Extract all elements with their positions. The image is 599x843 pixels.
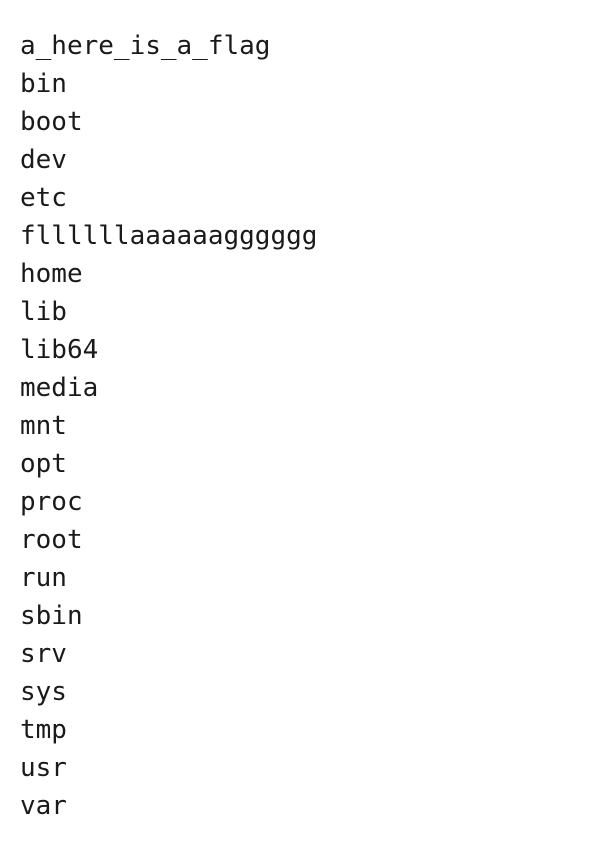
list-item: lib — [20, 297, 67, 327]
list-item: run — [20, 563, 67, 593]
list-item: a_here_is_a_flag — [20, 31, 271, 61]
list-item: srv — [20, 639, 67, 669]
list-item: sys — [20, 677, 67, 707]
list-item: media — [20, 373, 99, 403]
list-item: boot — [20, 107, 83, 137]
list-item: proc — [20, 487, 83, 517]
list-item: dev — [20, 145, 67, 175]
directory-listing: a_here_is_a_flag bin boot dev etc flllll… — [20, 27, 317, 825]
list-item: lib64 — [20, 335, 99, 365]
list-item: mnt — [20, 411, 67, 441]
list-item: bin — [20, 69, 67, 99]
list-item: usr — [20, 753, 67, 783]
list-item: home — [20, 259, 83, 289]
list-item: var — [20, 791, 67, 821]
list-item: sbin — [20, 601, 83, 631]
list-item: opt — [20, 449, 67, 479]
list-item: root — [20, 525, 83, 555]
list-item: fllllllaaaaaagggggg — [20, 221, 318, 251]
list-item: tmp — [20, 715, 67, 745]
list-item: etc — [20, 183, 67, 213]
